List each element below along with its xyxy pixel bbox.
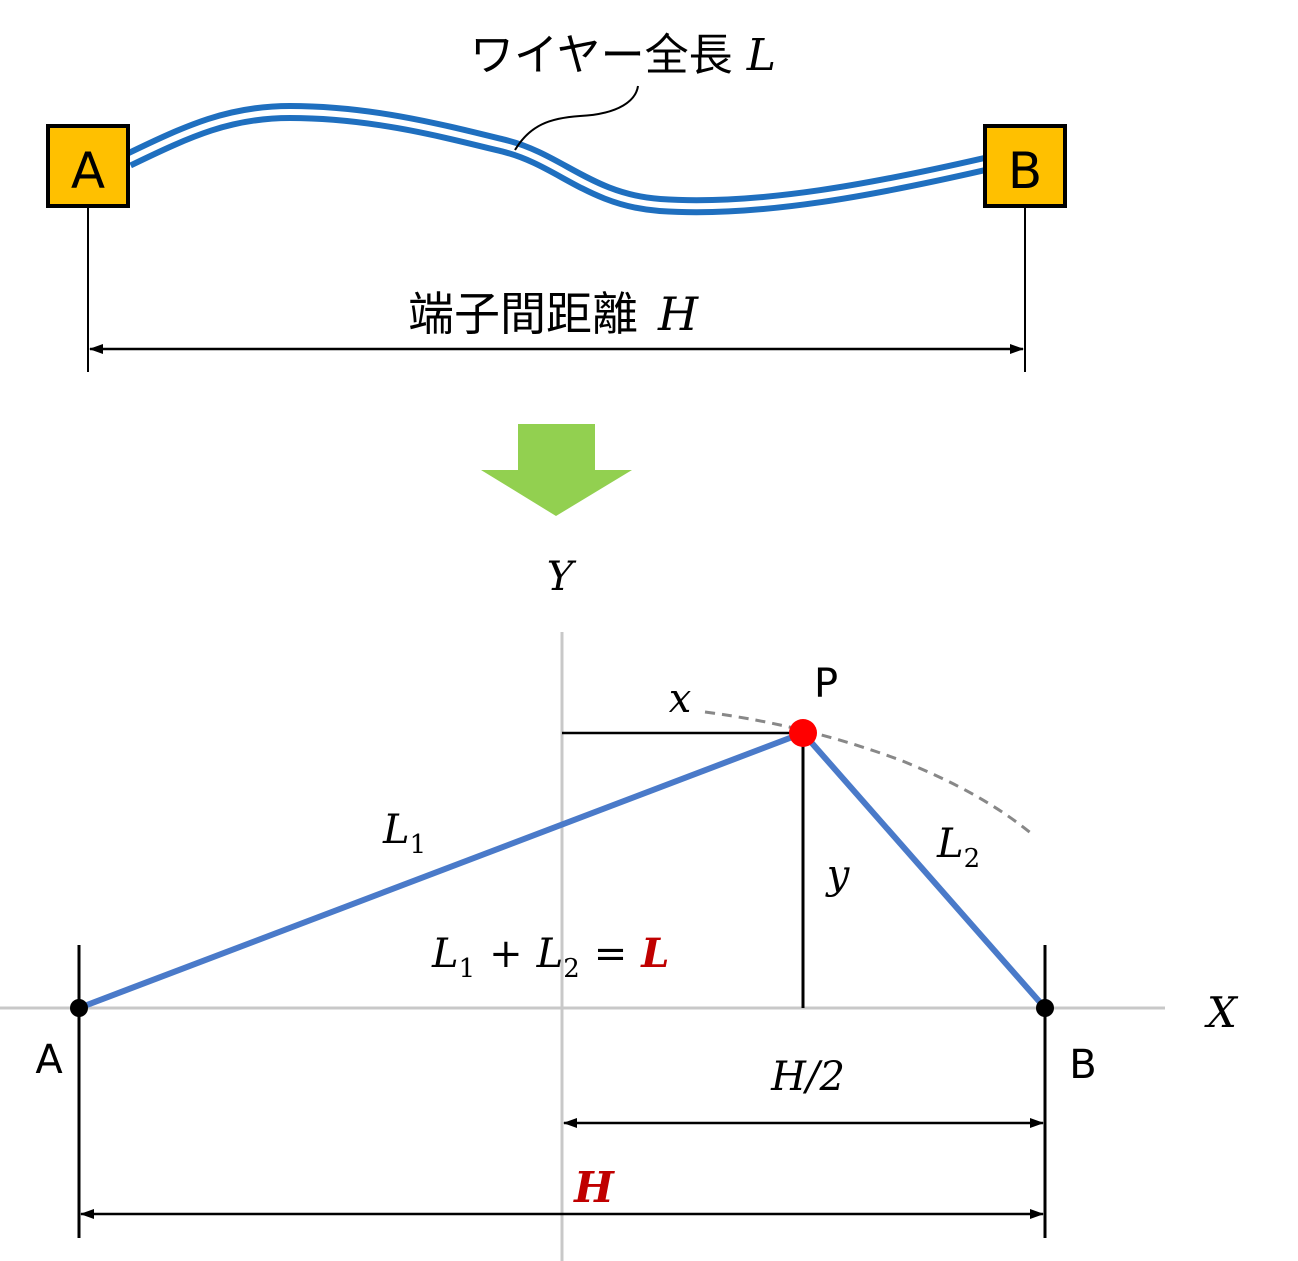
point-b-marker bbox=[1036, 999, 1054, 1017]
wire bbox=[124, 102, 988, 216]
l1-label: L1 bbox=[382, 807, 426, 860]
half-h-label: H/2 bbox=[770, 1054, 845, 1100]
terminal-b-label: B bbox=[1008, 142, 1042, 200]
locus-arc bbox=[704, 710, 1033, 836]
point-p-marker bbox=[789, 719, 817, 747]
x-label: x bbox=[669, 676, 692, 722]
x-axis-label: X bbox=[1204, 988, 1239, 1037]
point-a-label: A bbox=[35, 1037, 63, 1083]
point-p-label: P bbox=[814, 661, 838, 707]
down-arrow-icon bbox=[481, 424, 632, 516]
bottom-section: Y X x y P A B L1 L2 L1+L2=L bbox=[0, 554, 1239, 1261]
point-a-marker bbox=[70, 999, 88, 1017]
point-b-label: B bbox=[1069, 1042, 1096, 1088]
segment-l2 bbox=[800, 731, 1048, 1010]
terminal-b: B bbox=[983, 124, 1067, 208]
segment-l1 bbox=[77, 730, 805, 1011]
terminal-a: A bbox=[46, 124, 130, 208]
l2-label: L2 bbox=[936, 821, 980, 874]
y-axis-label: Y bbox=[547, 554, 577, 600]
wire-leader-line bbox=[514, 85, 639, 151]
y-label: y bbox=[825, 852, 851, 898]
length-equation: L1+L2=L bbox=[431, 930, 669, 984]
h-label: H bbox=[573, 1163, 615, 1212]
terminal-a-label: A bbox=[71, 142, 105, 200]
